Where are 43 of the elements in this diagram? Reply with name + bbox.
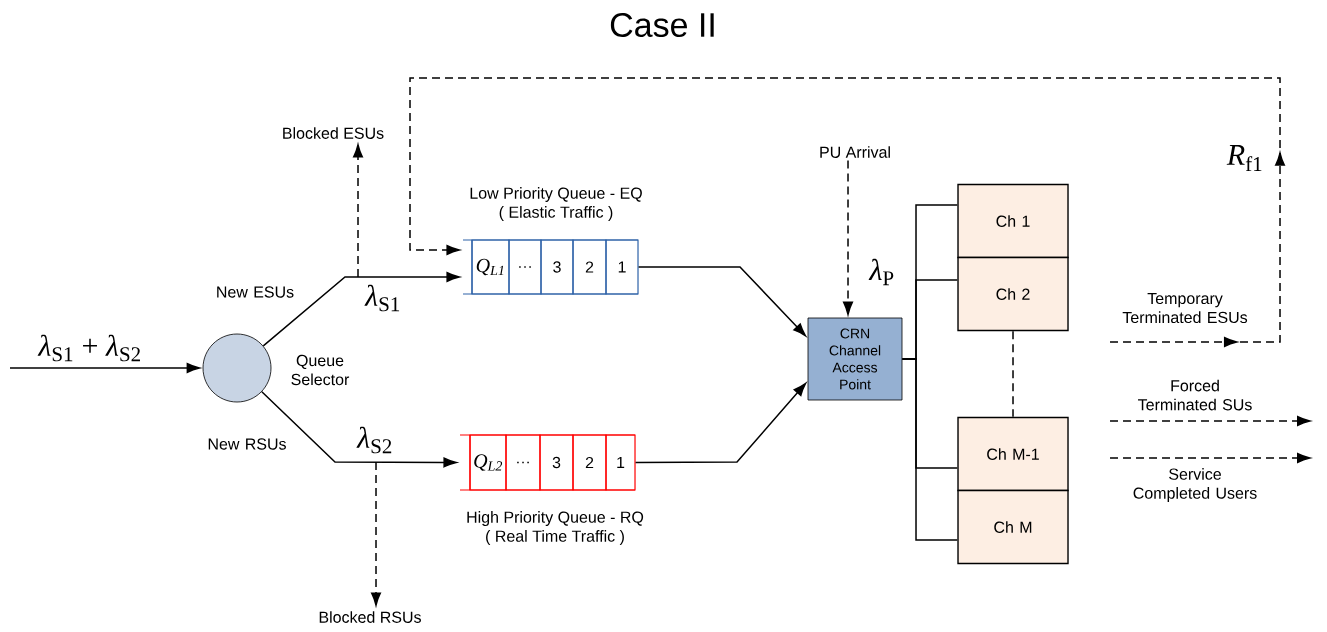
channel-box: Ch 2	[957, 256, 1069, 332]
arrow	[843, 159, 853, 315]
arrow	[409, 77, 1285, 347]
title: Case II	[610, 12, 714, 38]
arrow	[261, 391, 457, 468]
arrow	[371, 461, 381, 606]
connector	[901, 358, 959, 541]
channel-box: Ch M-1	[957, 416, 1069, 492]
queue-heading: Low Priority Queue - EQ ( Elastic Traffic )	[470, 187, 642, 221]
queue-cell: …	[508, 239, 542, 295]
connector	[1012, 330, 1014, 418]
flow-label: New ESUs	[217, 286, 294, 298]
queue-cell: Q$_{L2}$	[469, 434, 507, 491]
flow-label: Blocked ESUs	[283, 127, 384, 139]
arrow	[634, 382, 807, 464]
queue-cell: 3	[540, 239, 574, 295]
arrow	[637, 266, 807, 337]
edge-label: λ$_{S2}$	[356, 425, 394, 455]
queue-cell: …	[505, 434, 541, 491]
access-point-box: CRN Channel Access Point	[807, 317, 903, 401]
flow-label: PU Arrival	[820, 146, 890, 158]
queue-cell: 2	[572, 434, 607, 491]
queue-cell: Q$_{L1}$	[471, 239, 510, 295]
edge-label: λ$_{S1}$	[364, 283, 402, 313]
arrow	[262, 272, 460, 347]
flow-label: Forced Terminated SUs	[1138, 379, 1252, 411]
edge-label: λ$_{S1}$ + λ$_{S2}$	[37, 333, 143, 363]
channel-box: Ch M	[957, 489, 1069, 565]
arrow	[353, 144, 363, 278]
queue-heading: High Priority Queue - RQ ( Real Time Traffic )	[467, 511, 644, 545]
flow-label: Service Completed Users	[1133, 468, 1257, 502]
edge-label: λ$_{P}$	[868, 257, 896, 287]
selector-label: Queue Selector	[291, 354, 350, 386]
flow-label: Blocked RSUs	[319, 611, 421, 623]
arrow	[9, 363, 200, 373]
flow-label: Temporary Terminated ESUs	[1122, 292, 1248, 324]
queue-cell: 3	[539, 434, 574, 491]
flow-label: New RSUs	[208, 438, 286, 450]
queue-cell: 2	[572, 239, 607, 295]
channel-box: Ch 1	[957, 183, 1069, 259]
queue-cell: 1	[605, 239, 639, 295]
edge-label: R$_{f1}$	[1225, 144, 1265, 172]
queue-cell: 1	[605, 434, 636, 491]
